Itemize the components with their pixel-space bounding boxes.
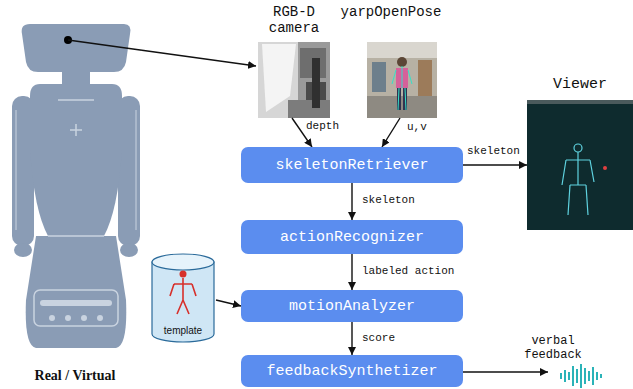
camera-photo [367,42,437,118]
robot-illustration [12,24,142,348]
note-label: verbal feedback [505,334,601,362]
camera-photo-part [367,96,437,118]
edge-label: skeleton [360,194,417,207]
flow-arrow [382,118,400,147]
viewer-screen-part [574,144,582,152]
audio-icon-part [592,367,594,385]
edge-label: score [360,332,397,345]
audio-icon-part [576,369,578,383]
robot-illustration-part [26,236,127,348]
robot-illustration-part [34,290,118,326]
robot-illustration-part [70,124,82,136]
viewer-window: Viewer [527,76,633,230]
node-label: skeletonRetriever [275,157,428,174]
process-box: feedbackSynthetizer [241,355,463,387]
robot-illustration-part [40,300,112,306]
cylinder-part [152,254,214,270]
flow-arrow [351,183,352,220]
camera-view: RGB-D camera [256,4,332,118]
process-box: actionRecognizer [241,220,463,254]
audio-icon-part [564,370,566,382]
depth-image-part [288,100,330,118]
audio-icon-part [568,372,570,380]
robot-illustration-part [97,315,103,321]
robot-illustration-part [81,315,87,321]
edge-label: labeled action [360,265,456,278]
viewer-screen-part [527,100,633,230]
viewer-screen-part [527,100,633,104]
flow-arrow [142,50,256,66]
camera-photo-part [392,66,412,110]
robot-illustration-part [22,24,131,72]
audio-icon-part [580,364,582,388]
depth-image [258,42,330,118]
feedback-arrow-part [463,371,548,372]
node-label: actionRecognizer [280,229,424,246]
robot-illustration-part [120,243,138,257]
process-box: skeletonRetriever [241,147,463,183]
camera-photo-part [397,57,407,67]
audio-icon-part [588,371,590,381]
audio-icon-part [584,368,586,384]
depth-image-part [258,42,330,118]
viewer-screen [527,100,633,230]
robot-illustration-part [16,110,136,230]
node-label: Real / Virtual [8,368,142,384]
camera-photo-part [372,62,386,92]
viewer-screen-part [562,152,594,215]
cylinder-part [180,271,187,278]
robot-illustration-part [48,235,104,237]
robot-illustration-part [62,70,90,86]
process-box: motionAnalyzer [241,290,463,322]
camera-photo-part [418,60,432,96]
camera-photo-part [367,42,437,58]
node-label: RGB-D camera [256,4,332,36]
flow-arrow [351,322,352,355]
flow-arrow [351,254,352,290]
database-cylinder: template [150,252,216,344]
node-label: template [150,325,216,336]
robot-illustration-part [58,99,94,101]
node-label: feedbackSynthetizer [266,363,437,380]
node-label: motionAnalyzer [289,298,415,315]
robot-illustration-part [49,315,55,321]
robot-figure: Real / Virtual [8,18,142,386]
cylinder-part [170,278,196,314]
audio-icon-part [596,372,598,380]
audio-icon-part [560,373,562,379]
flow-arrow [463,164,527,165]
robot-illustration-part [30,84,122,236]
edge-label: u,v [405,121,429,134]
edge-label: depth [304,120,341,133]
node-label: yarpOpenPose [336,4,446,20]
feedback-arrow [463,372,548,373]
audio-icon [560,364,602,388]
flow-arrow [216,300,241,306]
audio-icon-part [572,366,574,386]
node-label: Viewer [527,76,633,94]
audio-icon-part [600,374,602,378]
depth-image-part [312,58,320,108]
robot-illustration-part [68,40,142,50]
edge-label: skeleton [465,145,522,158]
robot-illustration-part [65,315,71,321]
robot-illustration-part [14,243,32,257]
viewer-screen-part [603,166,607,170]
camera-photo-part [367,42,437,118]
camera-view: yarpOpenPose [336,4,446,118]
